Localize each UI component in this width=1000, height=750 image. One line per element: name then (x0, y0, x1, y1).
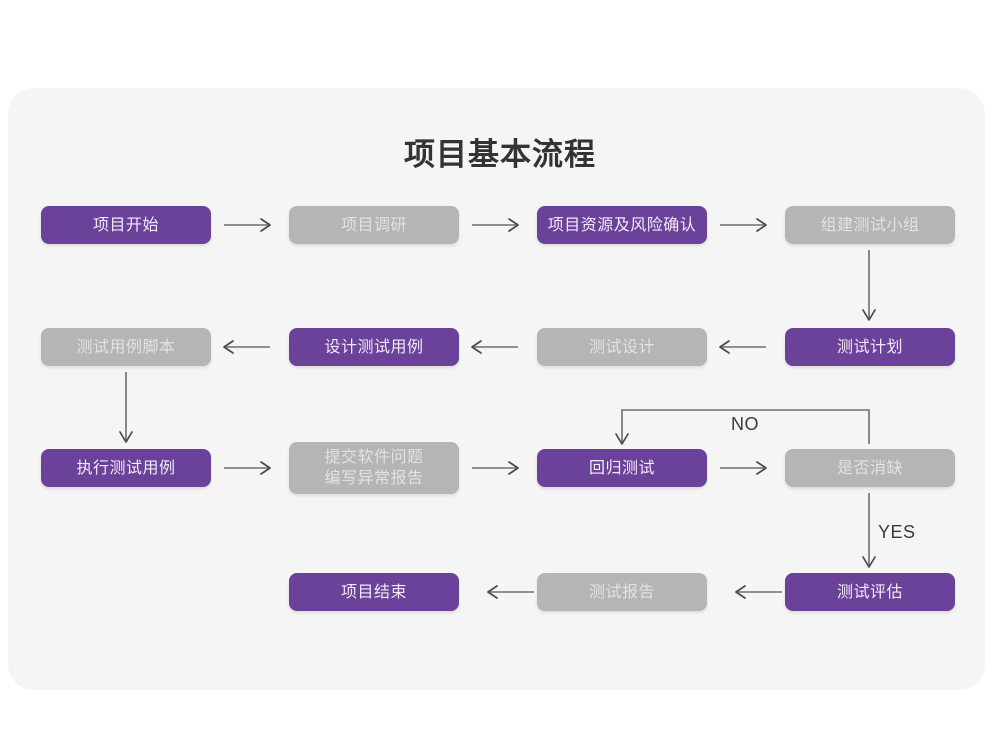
node-test-plan[interactable]: 测试计划 (785, 328, 955, 366)
node-project-start[interactable]: 项目开始 (41, 206, 211, 244)
node-test-design[interactable]: 测试设计 (537, 328, 707, 366)
node-test-evaluation[interactable]: 测试评估 (785, 573, 955, 611)
edge-label-no: NO (731, 414, 759, 434)
node-defect-cleared[interactable]: 是否消缺 (785, 449, 955, 487)
node-test-case-script[interactable]: 测试用例脚本 (41, 328, 211, 366)
node-design-test-case[interactable]: 设计测试用例 (289, 328, 459, 366)
node-project-end[interactable]: 项目结束 (289, 573, 459, 611)
edge-label-yes: YES (878, 522, 916, 542)
node-execute-test-case[interactable]: 执行测试用例 (41, 449, 211, 487)
node-resource-risk-confirm[interactable]: 项目资源及风险确认 (537, 206, 707, 244)
page-title: 项目基本流程 (404, 137, 596, 172)
node-regression-test[interactable]: 回归测试 (537, 449, 707, 487)
node-project-research[interactable]: 项目调研 (289, 206, 459, 244)
node-form-test-team[interactable]: 组建测试小组 (785, 206, 955, 244)
node-test-report[interactable]: 测试报告 (537, 573, 707, 611)
node-submit-issue-report[interactable]: 提交软件问题 编写异常报告 (289, 442, 459, 494)
